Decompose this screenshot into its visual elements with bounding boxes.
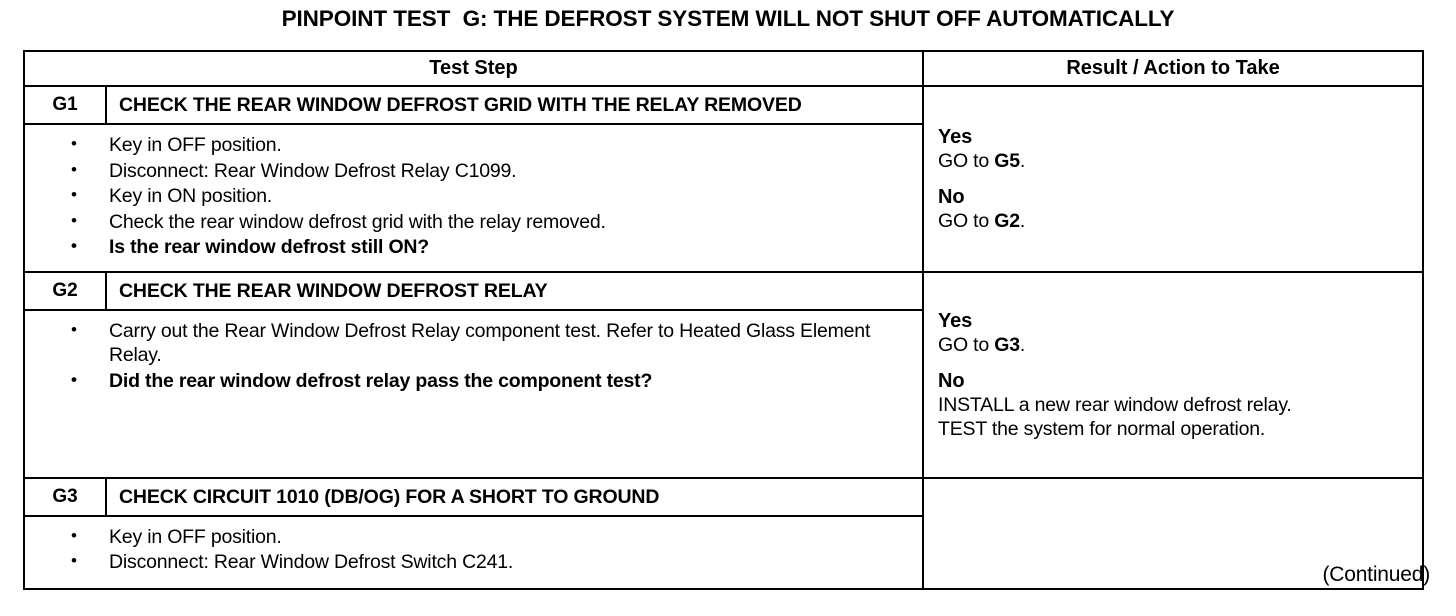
bullet-list-g1: Key in OFF position. Disconnect: Rear Wi…	[33, 132, 914, 260]
result-action-line-1: INSTALL a new rear window defrost relay.	[938, 393, 1292, 416]
table-row: Key in OFF position. Disconnect: Rear Wi…	[22, 123, 1423, 273]
result-action-target: G5	[994, 149, 1020, 172]
result-action-prefix: GO to	[938, 209, 995, 232]
result-action-no: GO to G2.	[938, 209, 1412, 233]
list-item: Disconnect: Rear Window Defrost Switch C…	[33, 549, 914, 575]
result-action-yes: GO to G5.	[938, 149, 1412, 173]
result-cell-g3	[922, 476, 1425, 590]
result-answer-group-yes: Yes GO to G5.	[938, 125, 1412, 173]
column-header-result-action: Result / Action to Take	[922, 50, 1425, 87]
result-action-prefix: GO to	[938, 149, 995, 172]
result-action-prefix: GO to	[938, 333, 995, 356]
result-answer-group-no: No INSTALL a new rear window defrost rel…	[938, 369, 1412, 441]
list-item: Check the rear window defrost grid with …	[33, 209, 914, 235]
list-item: Key in OFF position.	[33, 132, 914, 158]
result-label-no: No	[938, 369, 965, 392]
result-answer-group-no: No GO to G2.	[938, 185, 1412, 233]
pinpoint-test-table-wrapper: Test Step Result / Action to Take G1 CHE…	[22, 50, 1425, 590]
step-title-g3: CHECK CIRCUIT 1010 (DB/OG) FOR A SHORT T…	[104, 476, 925, 517]
result-action-suffix: .	[1019, 333, 1026, 356]
step-title-g2: CHECK THE REAR WINDOW DEFROST RELAY	[104, 270, 925, 311]
page-title: PINPOINT TEST G: THE DEFROST SYSTEM WILL…	[281, 6, 1175, 31]
result-action-suffix: .	[1019, 149, 1026, 172]
result-action-suffix: .	[1019, 209, 1026, 232]
list-item: Key in OFF position.	[33, 524, 914, 550]
result-action-no: INSTALL a new rear window defrost relay.…	[938, 393, 1412, 441]
step-id-g3: G3	[23, 476, 107, 517]
result-action-target: G2	[994, 209, 1020, 232]
result-label-yes: Yes	[938, 125, 973, 148]
pinpoint-test-table: Test Step Result / Action to Take G1 CHE…	[22, 50, 1425, 590]
step-id-g2: G2	[23, 270, 107, 311]
table-header-row: Test Step Result / Action to Take	[22, 50, 1425, 87]
step-body-g1: Key in OFF position. Disconnect: Rear Wi…	[22, 123, 925, 273]
result-action-line-2: TEST the system for normal operation.	[938, 417, 1266, 440]
result-label-yes: Yes	[938, 309, 973, 332]
result-action-target: G3	[994, 333, 1020, 356]
list-item: Carry out the Rear Window Defrost Relay …	[33, 318, 914, 368]
column-header-test-step: Test Step	[22, 50, 925, 87]
result-action-yes: GO to G3.	[938, 333, 1412, 357]
list-item: Disconnect: Rear Window Defrost Relay C1…	[33, 158, 914, 184]
result-cell-g2: Yes GO to G3. No INSTALL a new rear wind…	[922, 270, 1425, 479]
table-row: Carry out the Rear Window Defrost Relay …	[22, 308, 1423, 479]
step-body-g2: Carry out the Rear Window Defrost Relay …	[22, 308, 925, 479]
bullet-list-g2: Carry out the Rear Window Defrost Relay …	[33, 318, 914, 394]
table-row: G1 CHECK THE REAR WINDOW DEFROST GRID WI…	[23, 85, 1425, 273]
result-cell-g1: Yes GO to G5. No GO to G2.	[922, 85, 1425, 273]
result-label-no: No	[938, 185, 965, 208]
continued-note: (Continued)	[1322, 563, 1430, 586]
list-item-question: Is the rear window defrost still ON?	[33, 234, 914, 260]
bullet-list-g3: Key in OFF position. Disconnect: Rear Wi…	[33, 524, 914, 575]
step-body-g3: Key in OFF position. Disconnect: Rear Wi…	[22, 514, 925, 590]
step-title-g1: CHECK THE REAR WINDOW DEFROST GRID WITH …	[104, 85, 925, 125]
list-item: Key in ON position.	[33, 183, 914, 209]
step-id-g1: G1	[23, 85, 107, 125]
list-item-question: Did the rear window defrost relay pass t…	[33, 368, 914, 394]
result-answer-group-yes: Yes GO to G3.	[938, 309, 1412, 357]
table-row: G2 CHECK THE REAR WINDOW DEFROST RELAY Y…	[23, 270, 1425, 479]
table-row: Key in OFF position. Disconnect: Rear Wi…	[22, 514, 1423, 590]
table-row: G3 CHECK CIRCUIT 1010 (DB/OG) FOR A SHOR…	[23, 476, 1425, 590]
